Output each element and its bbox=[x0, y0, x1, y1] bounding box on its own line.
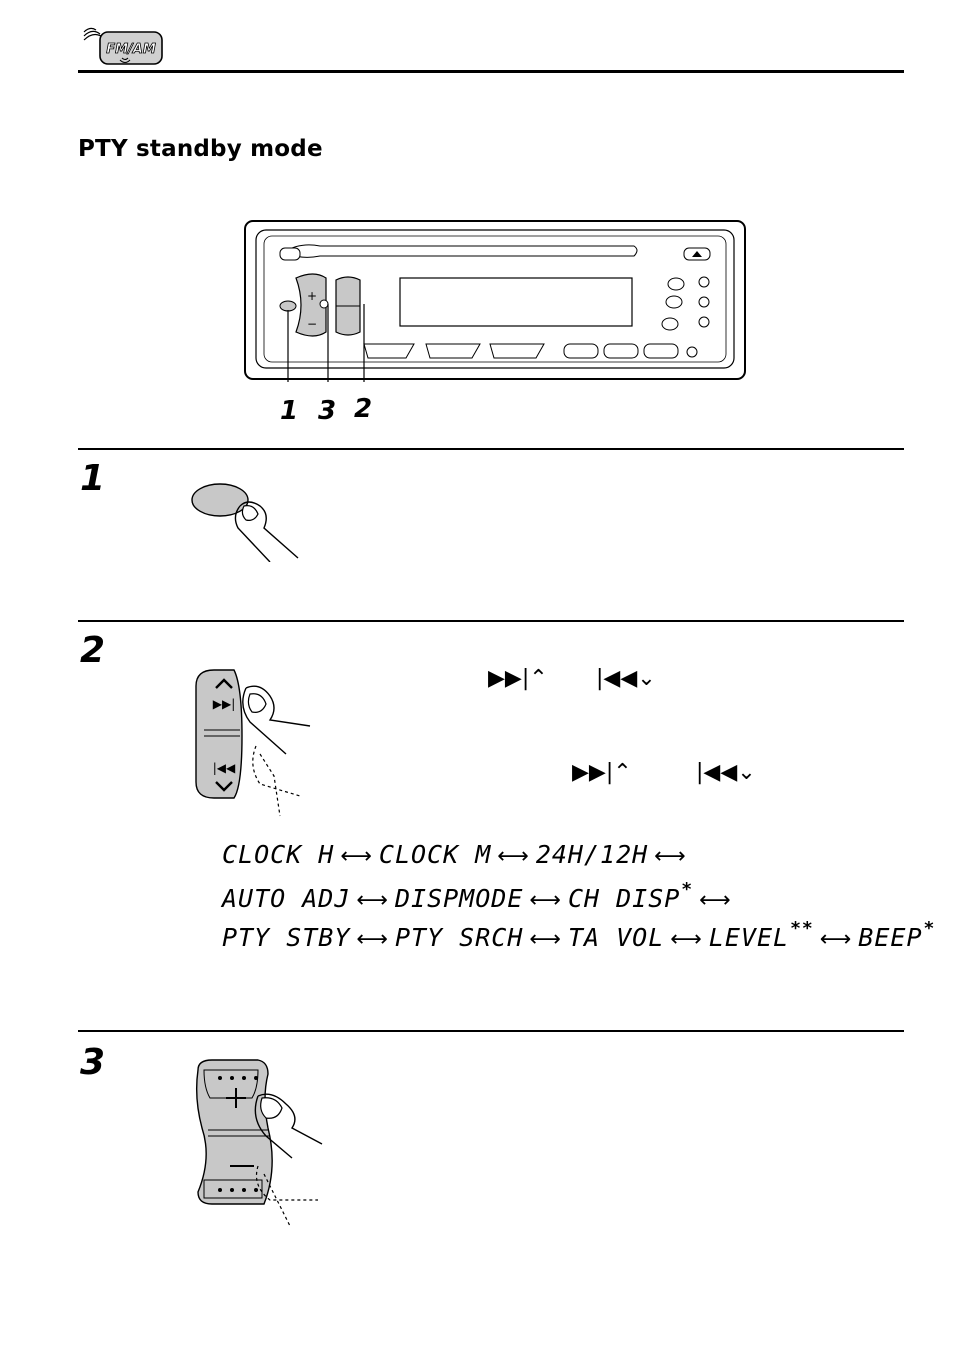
step-3-number: 3 bbox=[80, 1042, 106, 1083]
double-arrow-icon: ⟷ bbox=[529, 927, 562, 952]
svg-text:−: − bbox=[307, 317, 317, 331]
double-arrow-icon: ⟷ bbox=[356, 927, 389, 952]
svg-text:▶▶|: ▶▶| bbox=[213, 697, 236, 711]
footnote-mark: * bbox=[681, 879, 694, 900]
double-arrow-icon: ⟷ bbox=[340, 844, 373, 869]
menu-line-1: CLOCK H⟷CLOCK M⟷24H/12H⟷ bbox=[222, 840, 693, 869]
callout-3: 3 bbox=[318, 396, 337, 426]
menu-line-3: PTY STBY⟷PTY SRCH⟷TA VOL⟷LEVEL**⟷BEEP* bbox=[222, 918, 935, 952]
menu-item: AUTO ADJ bbox=[222, 884, 351, 913]
double-arrow-icon: ⟷ bbox=[654, 844, 687, 869]
next-up-icon: ▶▶|⌃ bbox=[488, 666, 548, 691]
double-arrow-icon: ⟷ bbox=[356, 888, 389, 913]
header-rule bbox=[78, 70, 904, 73]
page-title: PTY standby mode bbox=[78, 136, 323, 162]
svg-text:|◀◀: |◀◀ bbox=[213, 761, 236, 775]
car-stereo-faceplate: + − bbox=[244, 220, 746, 382]
menu-line-2: AUTO ADJ⟷DISPMODE⟷CH DISP*⟷ bbox=[222, 879, 738, 913]
prev-down-icon-2: |◀◀⌄ bbox=[696, 760, 756, 785]
next-up-icon-2: ▶▶|⌃ bbox=[572, 760, 632, 785]
double-arrow-icon: ⟷ bbox=[699, 888, 732, 913]
footnote-mark: ** bbox=[790, 918, 814, 939]
menu-item: CH DISP bbox=[567, 884, 681, 913]
step-2-rule bbox=[78, 620, 904, 622]
callout-2: 2 bbox=[354, 394, 373, 424]
fm-am-badge-icon: FM/AM bbox=[83, 27, 163, 65]
double-arrow-icon: ⟷ bbox=[670, 927, 703, 952]
menu-item: BEEP bbox=[858, 923, 923, 952]
press-button-illustration bbox=[191, 483, 299, 562]
prev-down-icon: |◀◀⌄ bbox=[596, 666, 656, 691]
menu-item: LEVEL bbox=[708, 923, 790, 952]
skip-rocker-illustration: ▶▶| |◀◀ bbox=[195, 669, 311, 817]
volume-rocker-illustration bbox=[195, 1059, 323, 1227]
menu-item: PTY SRCH bbox=[394, 923, 524, 952]
step-1-number: 1 bbox=[80, 458, 106, 499]
double-arrow-icon: ⟷ bbox=[529, 888, 562, 913]
footnote-mark: * bbox=[923, 918, 936, 939]
menu-item: 24H/12H bbox=[535, 840, 649, 869]
menu-item: CLOCK M bbox=[378, 840, 492, 869]
double-arrow-icon: ⟷ bbox=[819, 927, 853, 952]
svg-text:+: + bbox=[307, 289, 317, 303]
double-arrow-icon: ⟷ bbox=[497, 844, 530, 869]
callout-1: 1 bbox=[280, 396, 299, 426]
menu-item: CLOCK H bbox=[222, 840, 335, 869]
step-3-rule bbox=[78, 1030, 904, 1032]
svg-text:FM/AM: FM/AM bbox=[106, 42, 156, 57]
menu-item: TA VOL bbox=[567, 923, 665, 952]
step-1-rule bbox=[78, 448, 904, 450]
menu-item: DISPMODE bbox=[394, 884, 524, 913]
menu-item: PTY STBY bbox=[222, 923, 351, 952]
step-2-number: 2 bbox=[80, 630, 106, 671]
